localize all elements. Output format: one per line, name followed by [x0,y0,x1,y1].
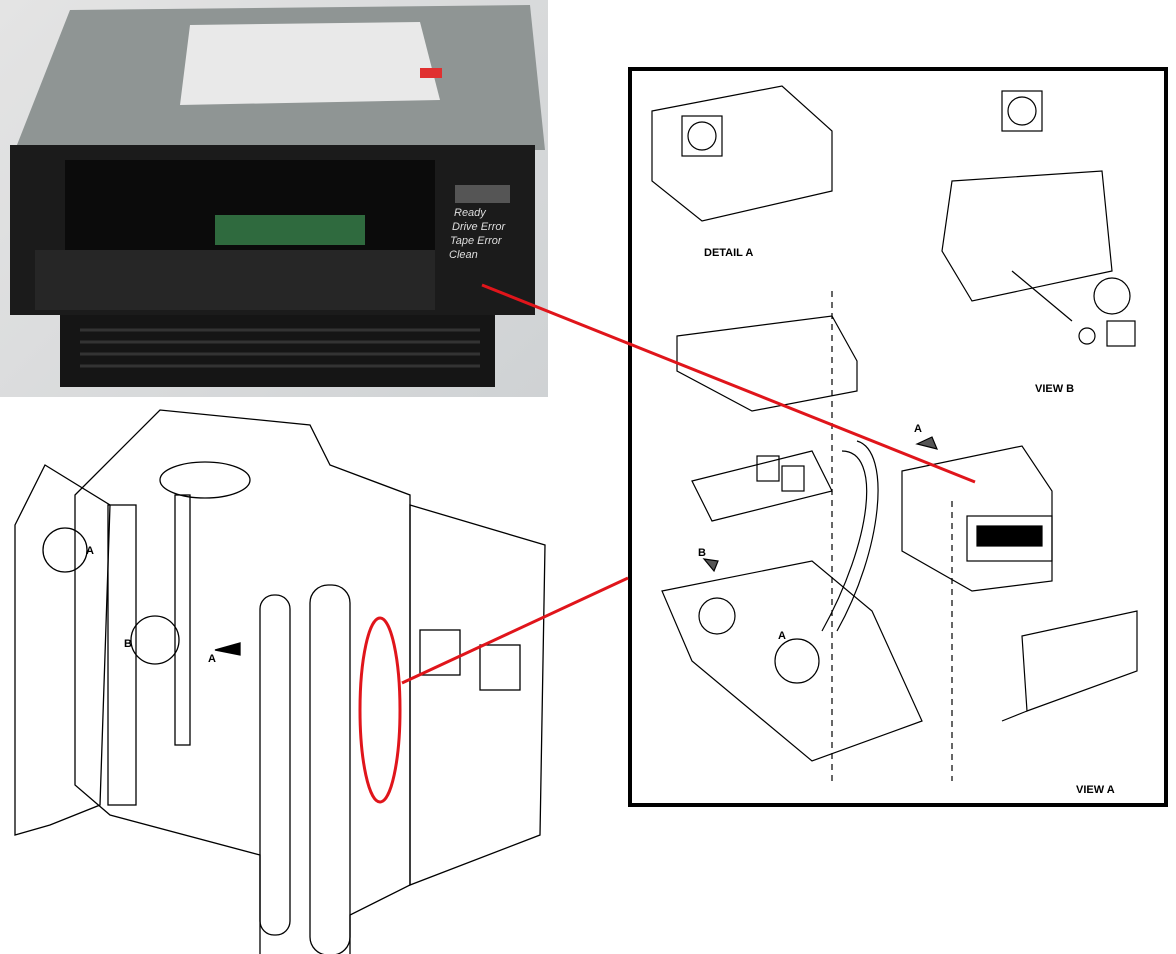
led-label-clean: Clean [449,249,478,261]
label-detail-a: DETAIL A [704,247,754,259]
led-label-tape-error: Tape Error [450,235,502,247]
label-arrow-b: B [698,547,706,559]
label-callout-b: B [124,638,132,650]
label-arrow-a: A [914,423,922,435]
label-callout-a: A [86,545,94,557]
tape-drive-photo: Ready Drive Error Tape Error Clean [0,0,548,397]
library-cabinet-drawing: A B A [0,405,548,954]
cabinet-illustration [14,409,546,954]
label-arrow-a: A [208,653,216,665]
led-label-drive-error: Drive Error [452,221,506,233]
tape-drive-illustration [10,5,545,387]
exploded-view-panel: DETAIL A VIEW B VIEW A A B A [628,67,1168,807]
led-label-ready: Ready [454,207,486,219]
label-callout-a: A [778,630,786,642]
exploded-diagram [651,85,1138,781]
label-view-b: VIEW B [1035,383,1075,395]
label-view-a: VIEW A [1076,784,1115,796]
